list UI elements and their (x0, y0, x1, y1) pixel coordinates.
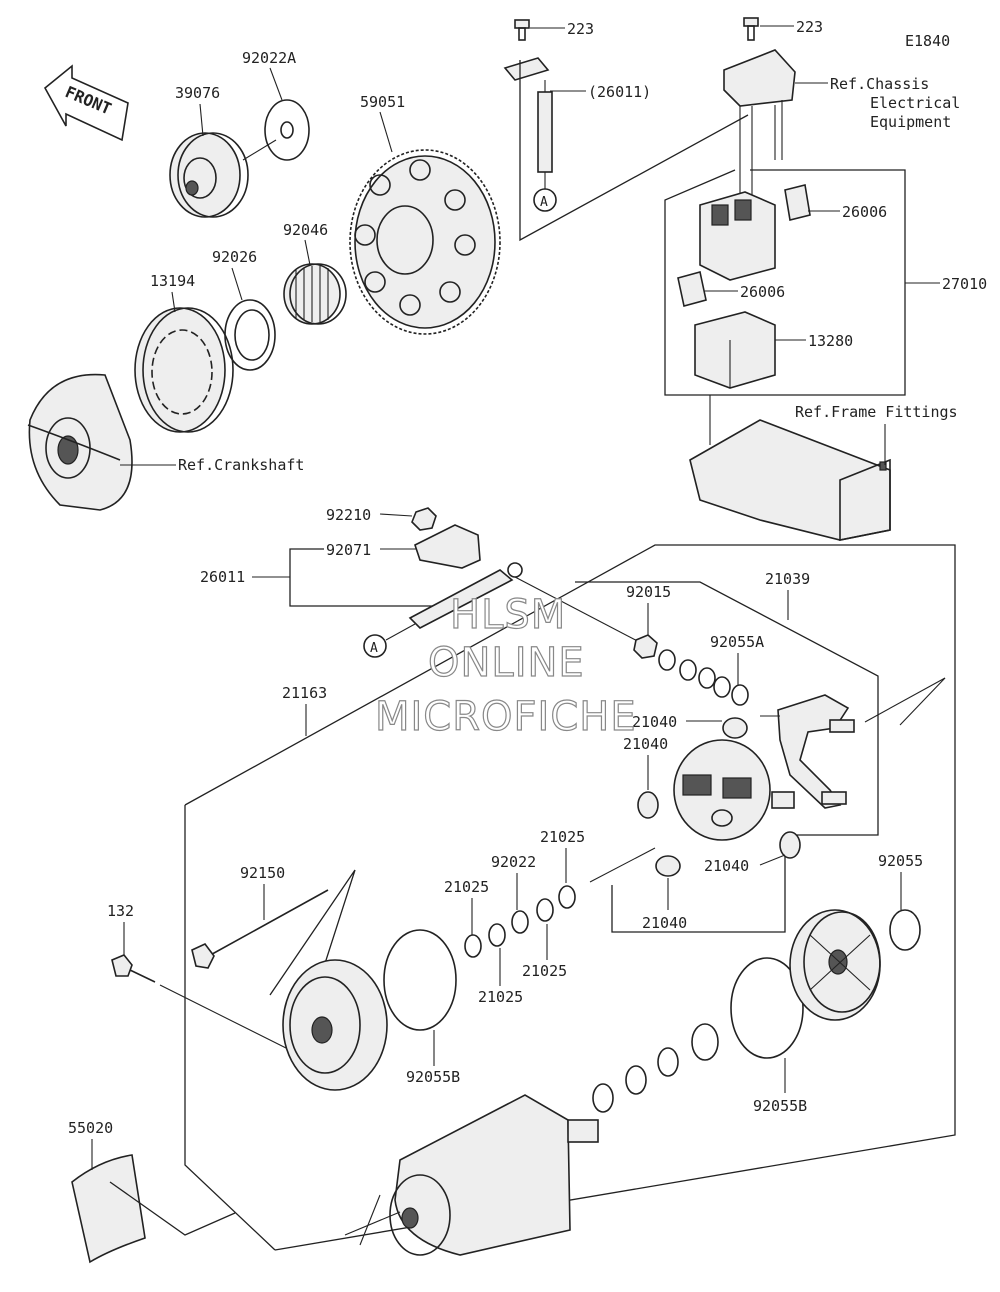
fuse-26006-top (784, 184, 811, 221)
washers-stack (658, 649, 749, 706)
chassis-bracket (723, 49, 796, 160)
washer-92022a (264, 99, 310, 161)
label-39076: 39076 (175, 84, 220, 102)
front-arrow: FRONT (43, 64, 129, 142)
label-ref-chassis-2: Electrical (870, 94, 960, 112)
callout-a-top-text: A (540, 195, 548, 210)
label-21025-d: 21025 (478, 988, 523, 1006)
brush-spring-b (637, 791, 659, 819)
frame-fittings-bracket (689, 395, 891, 541)
label-132: 132 (107, 902, 134, 920)
shim-stack (464, 885, 576, 958)
fuse-26006-bottom (677, 271, 707, 307)
relay-cover-13280 (694, 311, 776, 389)
label-92055: 92055 (878, 852, 923, 870)
front-label: FRONT (62, 82, 114, 118)
label-26011: 26011 (200, 568, 245, 586)
label-92046: 92046 (283, 221, 328, 239)
label-59051: 59051 (360, 93, 405, 111)
label-21025-c: 21025 (522, 962, 567, 980)
gear-39076 (169, 132, 249, 218)
label-55020: 55020 (68, 1119, 113, 1137)
nut-92210 (411, 507, 437, 531)
label-26006-bottom: 26006 (740, 283, 785, 301)
washers-right (592, 1023, 719, 1113)
label-223-left: 223 (567, 20, 594, 38)
nut-92015 (633, 634, 658, 659)
label-21025-b: 21025 (444, 878, 489, 896)
cable-terminal-26011 (503, 57, 553, 173)
label-92015: 92015 (626, 583, 671, 601)
o-ring-92055b-left (383, 929, 457, 1031)
label-26011-ref: (26011) (588, 83, 651, 101)
label-92055b-left: 92055B (406, 1068, 460, 1086)
gear-59051 (349, 149, 501, 335)
label-92071: 92071 (326, 541, 371, 559)
boot-92071 (414, 524, 481, 569)
bolt-223-right (743, 17, 759, 41)
label-92150: 92150 (240, 864, 285, 882)
label-21040-c: 21040 (704, 857, 749, 875)
label-ref-chassis-3: Equipment (870, 113, 951, 131)
needle-bearing-92046 (283, 263, 347, 325)
o-ring-92055 (889, 909, 921, 951)
terminal-bolt-assembly (760, 694, 855, 809)
label-ref-crankshaft: Ref.Crankshaft (178, 456, 304, 474)
label-ref-chassis-1: Ref.Chassis (830, 75, 929, 93)
label-21039: 21039 (765, 570, 810, 588)
label-92210: 92210 (326, 506, 371, 524)
label-92055a: 92055A (710, 633, 764, 651)
label-21025-a: 21025 (540, 828, 585, 846)
o-ring-92055b-right (730, 957, 804, 1059)
label-26006-top: 26006 (842, 203, 887, 221)
one-way-clutch-13194 (134, 307, 234, 433)
starter-relay (699, 191, 776, 281)
label-21163: 21163 (282, 684, 327, 702)
label-ref-frame: Ref.Frame Fittings (795, 403, 958, 421)
armature (389, 1094, 599, 1256)
label-27010: 27010 (942, 275, 987, 293)
diagram-id: E1840 (905, 32, 950, 50)
callout-a-bottom-text: A (370, 641, 378, 656)
label-13194: 13194 (150, 272, 195, 290)
watermark-line3: MICROFICHE (375, 694, 637, 740)
end-cover-right (789, 909, 881, 1021)
label-92026: 92026 (212, 248, 257, 266)
through-bolt-92150 (191, 889, 329, 969)
callout-a-bottom (363, 634, 387, 658)
label-92022: 92022 (491, 853, 536, 871)
label-plate-55020 (71, 1154, 146, 1264)
brush-spring-d (655, 855, 681, 877)
label-21040-a: 21040 (632, 713, 677, 731)
watermark-line2: ONLINE (428, 640, 585, 686)
label-92055b-right: 92055B (753, 1097, 807, 1115)
label-13280: 13280 (808, 332, 853, 350)
label-92022a: 92022A (242, 49, 296, 67)
brush-spring-c (779, 831, 801, 859)
bolt-223-left (514, 19, 530, 41)
end-cover-left (282, 959, 388, 1091)
watermark-line1: HLSM (450, 592, 566, 638)
label-21040-b: 21040 (623, 735, 668, 753)
label-223-right: 223 (796, 18, 823, 36)
bolt-132 (111, 954, 156, 983)
brush-holder (673, 739, 795, 841)
crankshaft-flywheel (27, 373, 133, 511)
label-21040-d: 21040 (642, 914, 687, 932)
brush-spring-a (722, 717, 748, 739)
